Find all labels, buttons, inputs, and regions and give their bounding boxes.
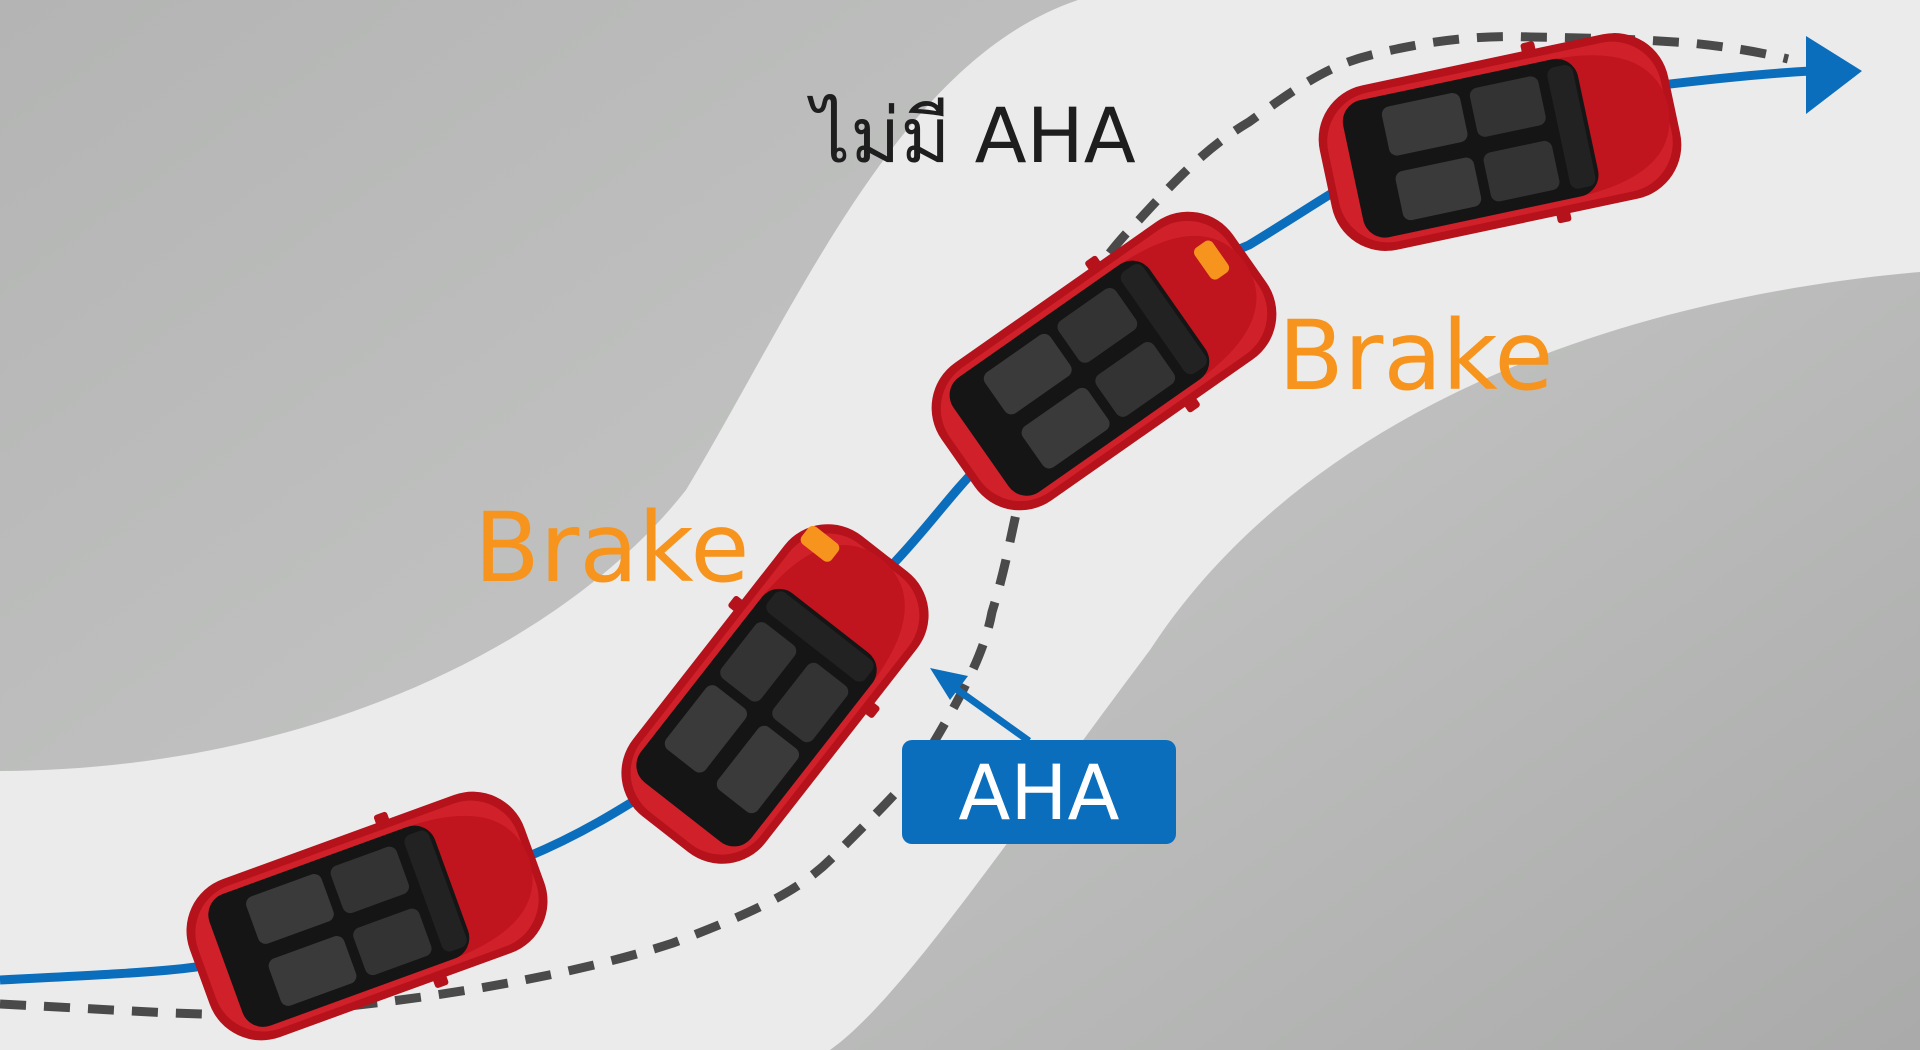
brake-label-lower: Brake bbox=[474, 492, 750, 604]
arrow-head-icon bbox=[1806, 36, 1862, 114]
brake-label-upper: Brake bbox=[1278, 300, 1554, 412]
brake-light-icon bbox=[800, 525, 840, 562]
aha-badge: AHA bbox=[902, 740, 1176, 844]
aha-pointer-arrow-icon bbox=[930, 668, 968, 700]
brake-light-icon bbox=[1193, 240, 1230, 280]
without-aha-label: ไม่มี AHA bbox=[812, 91, 1136, 180]
car-2 bbox=[592, 497, 958, 891]
lower-right-shoulder bbox=[830, 272, 1920, 1050]
aha-label: AHA bbox=[958, 747, 1120, 837]
aha-pointer-line bbox=[945, 680, 1032, 744]
car-3 bbox=[905, 183, 1303, 539]
upper-left-shoulder bbox=[0, 0, 1078, 771]
